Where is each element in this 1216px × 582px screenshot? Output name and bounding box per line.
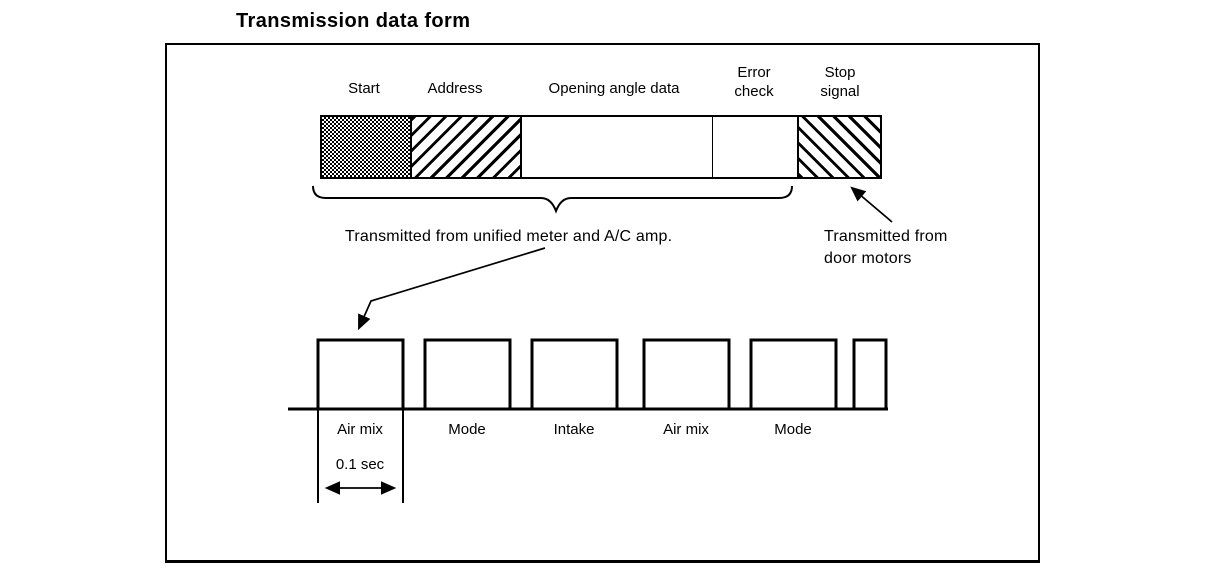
interval-label: 0.1 sec bbox=[335, 456, 385, 473]
pulse-label-mode-1: Mode bbox=[448, 421, 486, 438]
note-door-motors: Transmitted from door motors bbox=[824, 226, 948, 270]
note-door-motors-line2: door motors bbox=[824, 250, 912, 267]
note-unified-meter: Transmitted from unified meter and A/C a… bbox=[345, 228, 673, 245]
segment-stop-signal bbox=[797, 117, 880, 177]
label-stop-signal: Stop signal bbox=[820, 64, 860, 100]
pulse-label-air-mix-1: Air mix bbox=[337, 421, 383, 438]
label-start: Start bbox=[348, 80, 380, 97]
label-opening-angle-data: Opening angle data bbox=[548, 80, 680, 97]
pulse-label-mode-2: Mode bbox=[774, 421, 812, 438]
segment-error-check bbox=[712, 117, 797, 177]
segment-address bbox=[410, 117, 520, 177]
segment-start bbox=[322, 117, 410, 177]
note-door-motors-line1: Transmitted from bbox=[824, 228, 948, 245]
label-address: Address bbox=[427, 80, 483, 97]
pulse-label-air-mix-2: Air mix bbox=[663, 421, 709, 438]
diagram-border bbox=[165, 43, 1040, 563]
data-frame-bar bbox=[320, 115, 882, 179]
label-error-check: Error check bbox=[734, 64, 774, 100]
pulse-label-intake: Intake bbox=[553, 421, 595, 438]
diagram-title: Transmission data form bbox=[236, 10, 471, 32]
segment-opening-angle-data bbox=[520, 117, 712, 177]
